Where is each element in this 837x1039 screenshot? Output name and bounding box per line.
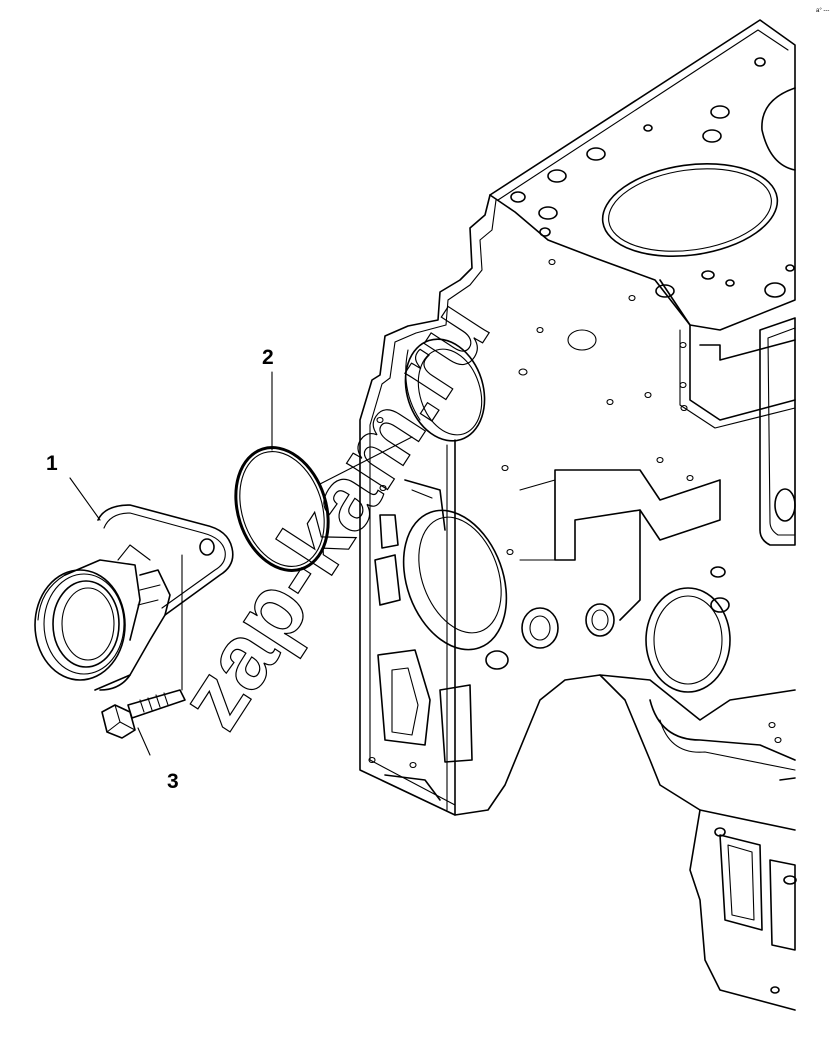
water-outlet-part-1 xyxy=(34,504,234,691)
callout-2: 2 xyxy=(262,346,274,369)
corner-mark: a° --- xyxy=(816,8,829,14)
leader-3 xyxy=(137,727,151,756)
o-ring-part-2 xyxy=(234,446,330,572)
callout-3: 3 xyxy=(167,770,179,793)
callout-1: 1 xyxy=(46,452,58,475)
engine-block xyxy=(359,19,797,1011)
face-holes xyxy=(368,258,782,769)
watermark-text: zap-kam.ru xyxy=(159,283,509,746)
bolt-part-3 xyxy=(101,689,186,739)
assembly-line xyxy=(319,436,413,485)
leader-1 xyxy=(69,477,101,521)
leader-lines xyxy=(69,371,413,756)
deck-holes xyxy=(510,57,795,298)
